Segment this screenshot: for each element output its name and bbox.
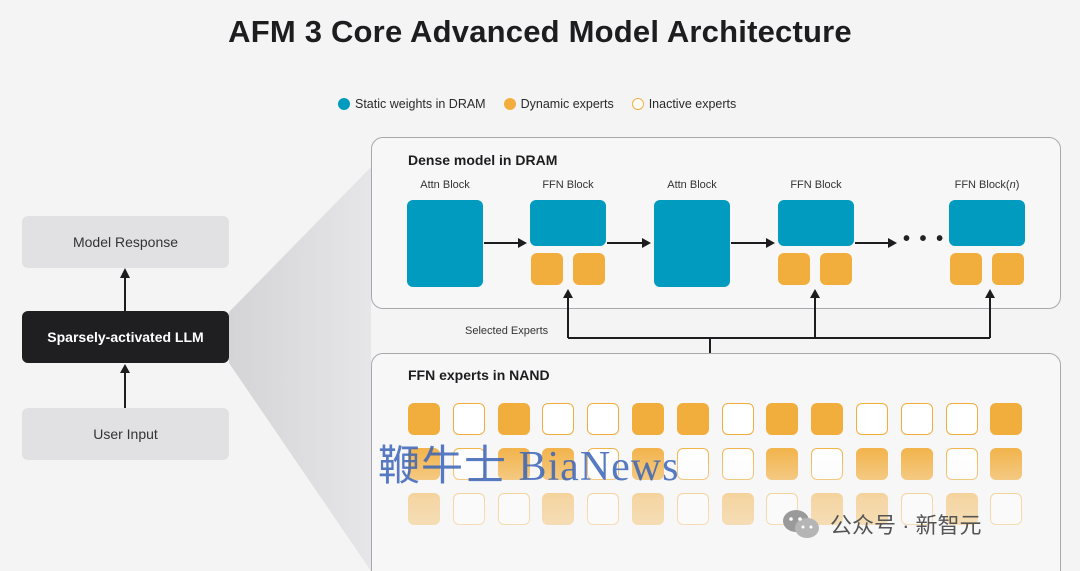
- nand-expert-cell: [497, 493, 530, 525]
- nand-expert-cell: [721, 493, 754, 525]
- attn-block-label-1: Attn Block: [420, 179, 470, 191]
- nand-expert-cell: [900, 448, 933, 480]
- wechat-icon: [783, 510, 819, 538]
- nand-expert-cell: [632, 493, 664, 525]
- arrow-right-icon: [518, 238, 527, 248]
- ellipsis: • • •: [903, 228, 946, 250]
- arrow-up-icon: [563, 289, 573, 298]
- nand-expert-cell: [587, 493, 620, 525]
- static-dot-icon: [338, 98, 350, 110]
- nand-expert-cell: [945, 403, 978, 435]
- arrow-up-icon: [120, 268, 130, 278]
- wechat-watermark: 公众号 · 新智元: [782, 508, 982, 540]
- ffn-block-n-expert-a: [950, 253, 982, 285]
- dynamic-dot-icon: [503, 98, 516, 110]
- nand-expert-cell: [497, 403, 530, 435]
- page-title: AFM 3 Core Advanced Model Architecture: [228, 14, 852, 49]
- bianews-watermark: 鞭牛士 BiaNews: [378, 444, 680, 490]
- dense-panel-title: Dense model in DRAM: [408, 152, 558, 168]
- attn-block-label-2: Attn Block: [667, 179, 717, 191]
- selected-experts-label: Selected Experts: [465, 325, 549, 337]
- ffn-block-2-expert-b: [820, 253, 852, 285]
- legend-dynamic: Dynamic experts: [503, 97, 614, 111]
- ffn-block-1: [530, 200, 606, 246]
- nand-panel-title: FFN experts in NAND: [408, 367, 550, 383]
- nand-expert-cell: [945, 448, 978, 480]
- nand-expert-cell: [408, 403, 440, 435]
- ffn-block-1-expert-b: [573, 253, 605, 285]
- wechat-label: 公众号 · 新智元: [830, 513, 982, 538]
- ffn-block-n-expert-b: [992, 253, 1024, 285]
- nand-expert-cell: [721, 403, 754, 435]
- arrow-right-icon: [888, 238, 897, 248]
- nand-expert-cell: [452, 493, 485, 525]
- ffn-block-label-2: FFN Block: [790, 179, 842, 191]
- nand-expert-cell: [990, 493, 1023, 525]
- ffn-block-label-n: FFN Block(n): [954, 179, 1020, 191]
- nand-expert-cell: [856, 403, 888, 435]
- legend-dynamic-label: Dynamic experts: [520, 97, 614, 111]
- nand-expert-cell: [766, 448, 799, 480]
- nand-expert-cell: [900, 403, 933, 435]
- nand-expert-cell: [452, 403, 485, 435]
- nand-expert-cell: [408, 493, 440, 525]
- nand-expert-cell: [990, 403, 1023, 435]
- nand-expert-cell: [676, 403, 709, 435]
- nand-expert-cell: [632, 403, 664, 435]
- nand-expert-cell: [990, 448, 1023, 480]
- sparse-llm-box: Sparsely-activated LLM: [22, 311, 229, 363]
- arrow-up-icon: [120, 364, 130, 373]
- ffn-block-2: [778, 200, 854, 246]
- nand-expert-cell: [542, 493, 575, 525]
- nand-expert-cell: [721, 448, 754, 480]
- legend-static-label: Static weights in DRAM: [355, 97, 486, 111]
- nand-expert-cell: [676, 448, 709, 480]
- nand-expert-cell: [542, 403, 575, 435]
- nand-expert-cell: [766, 403, 799, 435]
- user-input-box: User Input: [22, 408, 229, 460]
- nand-expert-cell: [856, 448, 888, 480]
- model-response-box: Model Response: [22, 216, 229, 268]
- nand-expert-cell: [811, 403, 844, 435]
- nand-expert-cell: [587, 403, 620, 435]
- attn-block-1: [407, 200, 483, 287]
- attn-block-2: [654, 200, 730, 287]
- ffn-block-2-expert-a: [778, 253, 810, 285]
- arrow-right-icon: [642, 238, 651, 248]
- arrow-up-icon: [810, 289, 820, 298]
- legend-inactive: Inactive experts: [631, 97, 737, 111]
- ffn-block-label-1: FFN Block: [542, 179, 594, 191]
- arrow-up-icon: [985, 289, 995, 298]
- inactive-dot-icon: [631, 98, 644, 110]
- legend-inactive-label: Inactive experts: [648, 97, 737, 111]
- arrow-right-icon: [766, 238, 775, 248]
- ffn-block-n: [949, 200, 1025, 246]
- legend: Static weights in DRAM Dynamic experts I…: [338, 95, 754, 113]
- nand-expert-cell: [811, 448, 844, 480]
- legend-static: Static weights in DRAM: [338, 97, 486, 111]
- nand-expert-cell: [676, 493, 709, 525]
- ffn-block-1-expert-a: [531, 253, 563, 285]
